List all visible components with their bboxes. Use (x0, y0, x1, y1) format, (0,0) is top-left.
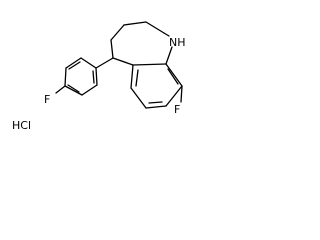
hcl-label: HCl (12, 119, 31, 132)
fluorine-left-label: F (44, 93, 50, 106)
bond (95, 67, 98, 86)
double-bond (67, 84, 80, 93)
bond (112, 57, 134, 66)
bond (165, 46, 173, 65)
double-bond (135, 69, 139, 87)
bond (64, 67, 67, 87)
chemical-structure: F NH F HCl (12, 21, 186, 132)
bond (95, 57, 114, 69)
bond (180, 85, 183, 103)
bond (130, 64, 134, 89)
bond (80, 57, 97, 69)
double-bond (68, 61, 81, 70)
azepine-ring (110, 21, 173, 66)
double-bond (92, 70, 95, 84)
bond (145, 105, 167, 109)
bond (165, 63, 183, 87)
bond (165, 85, 183, 107)
bond (65, 57, 82, 69)
bond (163, 32, 170, 37)
bond (123, 21, 147, 26)
double-bond (148, 101, 163, 104)
bond (55, 85, 66, 94)
bond (64, 85, 83, 96)
bond (145, 21, 165, 34)
fluorophenyl-ring (55, 57, 98, 96)
fluorobenzene-ring (130, 63, 183, 109)
bond (81, 84, 98, 96)
bond (110, 39, 114, 59)
bond (132, 63, 167, 66)
bond (110, 24, 125, 41)
bond (130, 87, 147, 109)
amine-label: NH (169, 36, 186, 49)
fluorine-right-label: F (174, 103, 180, 116)
double-bond (167, 68, 179, 85)
